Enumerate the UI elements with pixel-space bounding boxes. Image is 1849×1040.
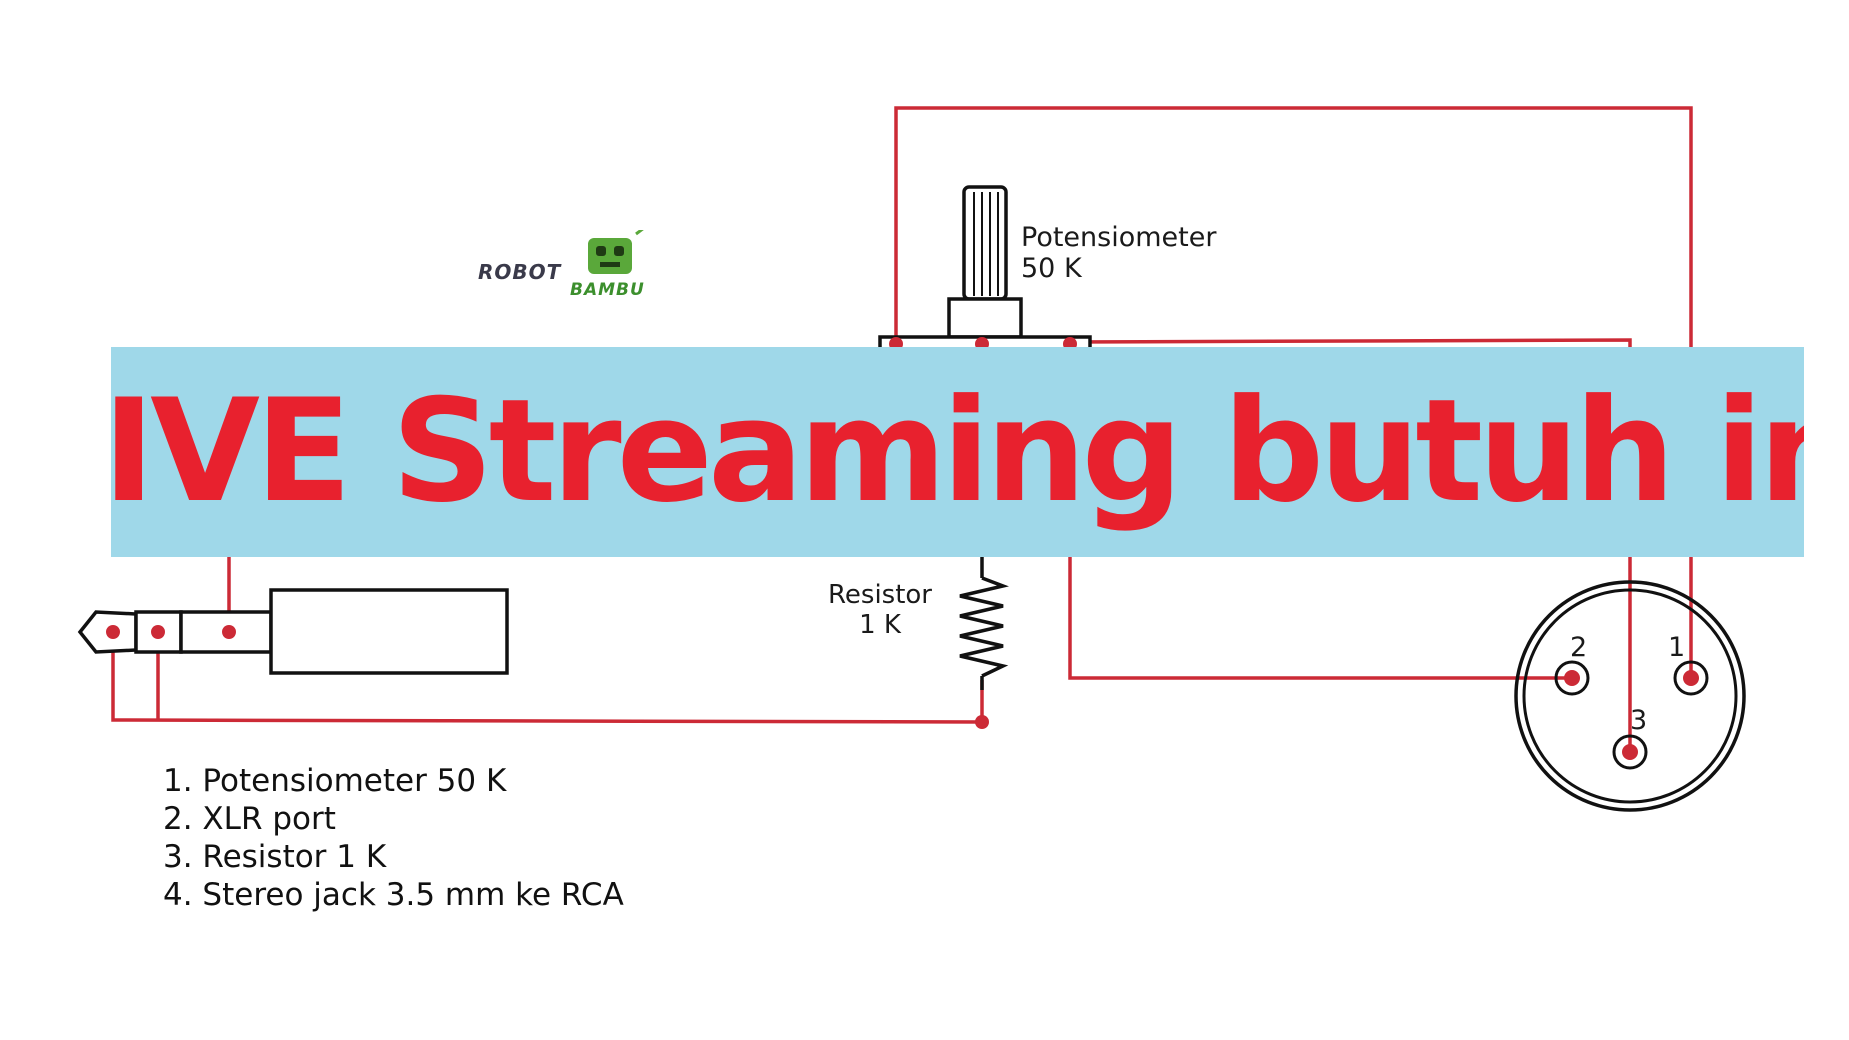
xlr-inner-ring <box>1522 588 1738 804</box>
robot-head-icon <box>588 230 644 274</box>
xlr-pin2-label: 2 <box>1570 632 1588 663</box>
potentiometer-label-name: Potensiometer <box>1021 222 1217 253</box>
wire-pot-to-xlr-pin2 <box>1068 556 1572 680</box>
pot-collar <box>947 297 1023 339</box>
robot-bambu-logo: ROBOT BAMBU <box>478 230 668 300</box>
xlr-pin3-label: 3 <box>1630 705 1648 736</box>
xlr-pin1-label: 1 <box>1668 632 1686 663</box>
resistor-label-value: 1 K <box>859 610 901 640</box>
banner-title: LIVE Streaming butuh ini <box>111 369 1804 534</box>
xlr-pin1-socket <box>1673 660 1709 696</box>
parts-list-item: 1. Potensiometer 50 K <box>163 763 507 799</box>
jack-handle <box>269 588 509 675</box>
potentiometer-label-value: 50 K <box>1021 253 1082 284</box>
resistor-label: Resistor 1 K <box>820 580 940 640</box>
parts-list-item: 2. XLR port <box>163 801 336 837</box>
xlr-pin3-socket <box>1612 734 1648 770</box>
logo-text-robot: ROBOT <box>478 260 562 284</box>
pot-shaft <box>962 185 1008 301</box>
xlr-outer-ring <box>1514 580 1746 812</box>
title-banner: LIVE Streaming butuh ini <box>111 347 1804 557</box>
wire-jack-tip <box>111 632 983 724</box>
parts-list-item: 3. Resistor 1 K <box>163 839 387 875</box>
potentiometer-label: Potensiometer 50 K <box>1021 222 1216 284</box>
xlr-pin2-socket <box>1554 660 1590 696</box>
xlr-connector <box>1514 580 1746 812</box>
resistor-label-name: Resistor <box>828 580 932 610</box>
resistor <box>959 556 1009 690</box>
potentiometer <box>878 185 1092 351</box>
parts-list-item: 4. Stereo jack 3.5 mm ke RCA <box>163 877 624 913</box>
parts-list: 1. Potensiometer 50 K 2. XLR port 3. Res… <box>163 762 624 914</box>
logo-text-bambu: BAMBU <box>570 280 645 300</box>
stereo-jack <box>77 588 509 675</box>
